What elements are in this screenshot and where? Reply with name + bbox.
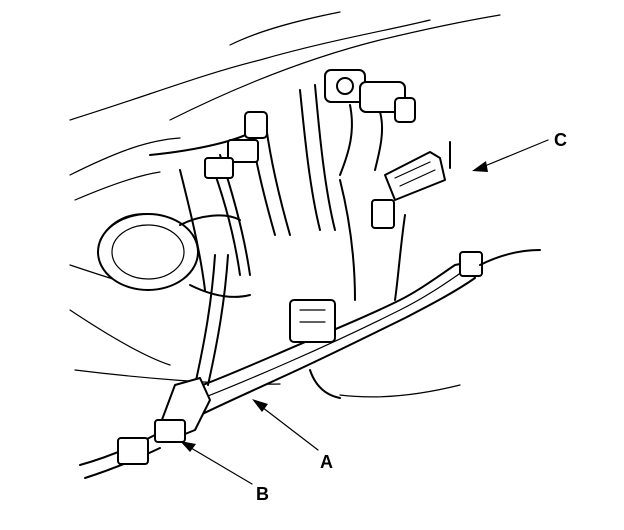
clip-connector <box>79 377 211 479</box>
callout-label-c: C <box>554 130 567 150</box>
arrowhead-a <box>252 399 268 412</box>
arrowhead-b <box>180 441 196 452</box>
leader-line-c <box>479 139 549 169</box>
harness-wires <box>194 179 541 399</box>
leader-line-b <box>185 444 253 485</box>
bracket <box>371 141 451 229</box>
leader-lines <box>180 139 549 485</box>
hose-bundle <box>149 84 336 291</box>
callout-label-a: A <box>320 452 333 472</box>
callout-label-b: B <box>256 484 269 504</box>
leader-line-a <box>257 403 319 451</box>
sensor-cluster <box>324 69 416 176</box>
arrowhead-c <box>472 161 488 172</box>
harness-cover <box>174 251 483 421</box>
engine-outline <box>69 11 501 398</box>
